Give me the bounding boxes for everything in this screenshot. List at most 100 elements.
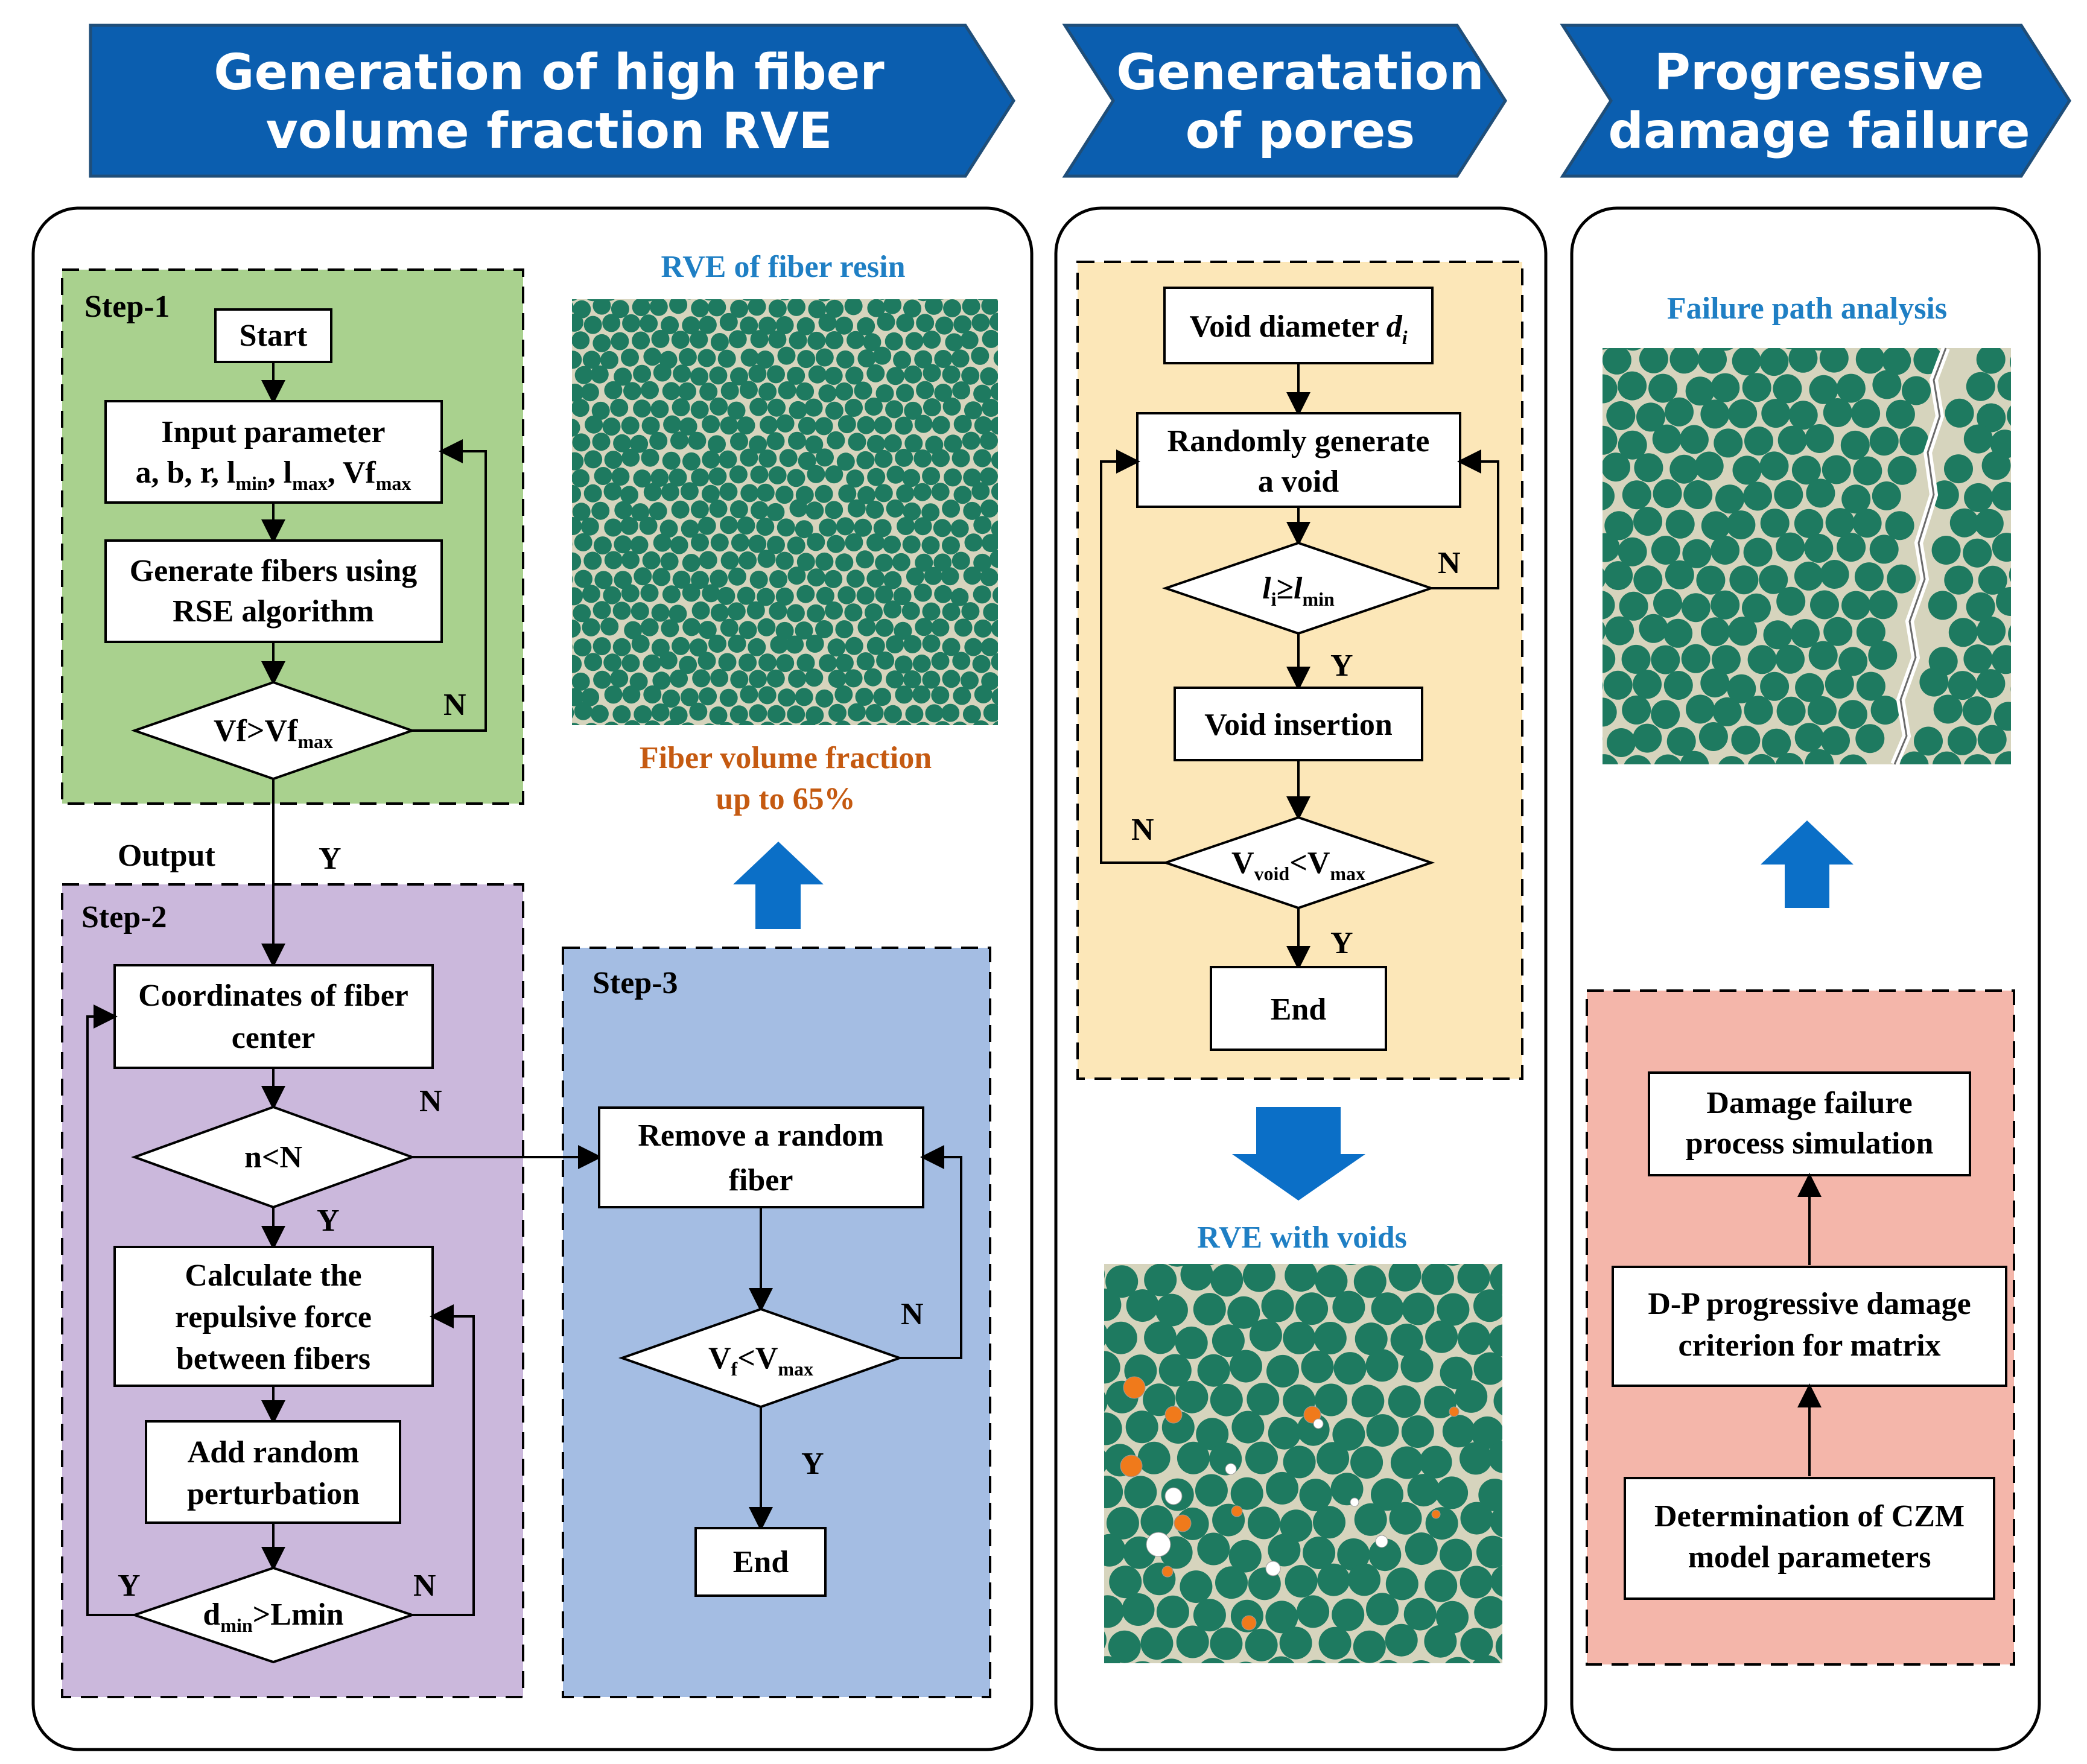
- fiber-circle: [2028, 593, 2057, 622]
- fiber-circle: [1140, 1627, 1174, 1660]
- fiber-circle: [633, 364, 652, 383]
- fiber-circle: [621, 654, 640, 673]
- fiber-circle: [1851, 399, 1881, 428]
- fiber-circle: [1825, 669, 1854, 699]
- fiber-circle: [653, 363, 672, 382]
- void-circle: [1313, 1418, 1324, 1429]
- fiber-circle: [603, 653, 622, 672]
- fiber-circle: [1711, 590, 1740, 620]
- fiber-circle: [1471, 1416, 1502, 1449]
- fiber-circle: [651, 603, 670, 622]
- fiber-circle: [1104, 1476, 1123, 1509]
- fiber-circle: [980, 499, 998, 518]
- header-2-line-1: Generatation: [1116, 44, 1484, 101]
- fiber-circle: [799, 720, 816, 725]
- czm-parameters-line-1: Determination of CZM: [1654, 1499, 1965, 1534]
- fiber-circle: [787, 469, 805, 487]
- fiber-circle: [1437, 1293, 1470, 1326]
- fiber-circle: [603, 482, 622, 501]
- fiber-circle: [883, 600, 902, 619]
- fiber-circle: [1776, 644, 1805, 674]
- fiber-circle: [749, 570, 768, 589]
- fiber-circle: [1837, 533, 1866, 562]
- fiber-circle: [974, 619, 993, 638]
- fiber-circle: [632, 331, 650, 350]
- fiber-circle: [875, 384, 894, 402]
- fiber-circle: [572, 418, 580, 437]
- fiber-circle: [670, 536, 688, 554]
- fiber-circle: [1603, 697, 1617, 727]
- fiber-circle: [913, 517, 932, 536]
- fiber-circle: [610, 398, 629, 417]
- fiber-circle: [913, 483, 932, 501]
- fiber-circle: [631, 503, 650, 522]
- fiber-circle: [896, 314, 915, 332]
- fiber-circle: [973, 449, 992, 468]
- fiber-circle: [1069, 1570, 1101, 1602]
- fiber-circle: [767, 398, 786, 417]
- fiber-circle: [1506, 1294, 1539, 1327]
- fiber-circle: [1285, 1565, 1318, 1598]
- fiber-circle: [1508, 1538, 1540, 1571]
- fiber-circle: [708, 467, 727, 486]
- fiber-circle: [796, 317, 815, 335]
- fiber-circle: [991, 653, 998, 671]
- fiber-circle: [924, 566, 942, 585]
- fiber-circle: [775, 486, 794, 504]
- fiber-circle: [572, 688, 584, 706]
- damage-simulation-box: [1648, 1071, 1971, 1176]
- fiber-circle: [787, 705, 805, 724]
- fiber-circle: [991, 688, 998, 706]
- step-2-label: Step-2: [81, 900, 167, 934]
- fiber-circle: [1744, 427, 1773, 455]
- fiber-circle: [964, 533, 983, 552]
- fiber-circle: [580, 383, 599, 402]
- step-3-end-label: End: [733, 1545, 789, 1579]
- fiber-circle: [876, 651, 895, 670]
- fiber-circle: [1931, 536, 1961, 565]
- fiber-circle: [1105, 1265, 1139, 1298]
- fiber-circle: [719, 483, 738, 501]
- fiber-circle: [709, 500, 728, 518]
- fiber-circle: [1330, 1473, 1364, 1506]
- fiber-circle: [993, 350, 998, 366]
- fiber-circle: [662, 382, 681, 401]
- crack-outline: [1893, 347, 1947, 765]
- fiber-circle: [923, 364, 941, 382]
- fiber-circle: [1838, 700, 1867, 729]
- fiber-circle: [572, 299, 577, 302]
- fiber-circle: [1104, 1270, 1105, 1279]
- fiber-circle: [673, 364, 691, 383]
- fiber-circle: [866, 364, 885, 382]
- fiber-circle: [1268, 1417, 1301, 1450]
- fiber-circle: [895, 720, 912, 725]
- fiber-circle: [1603, 591, 1615, 620]
- fiber-circle: [631, 635, 650, 653]
- fiber-circle: [1175, 1326, 1208, 1359]
- fiber-circle: [730, 367, 748, 385]
- fiber-circle: [893, 351, 912, 369]
- fiber-circle: [1245, 1628, 1278, 1661]
- fiber-circle: [1948, 618, 1978, 647]
- fiber-circle: [796, 382, 815, 401]
- fiber-circle: [1634, 453, 1663, 483]
- fiber-circle: [1104, 1321, 1137, 1354]
- fiber-circle: [796, 653, 815, 672]
- fiber-circle: [1949, 508, 1979, 538]
- fiber-circle: [1648, 373, 1678, 403]
- fiber-circle: [1435, 1476, 1469, 1509]
- fiber-circle: [709, 366, 728, 385]
- fiber-circle: [865, 603, 883, 622]
- fiber-circle: [818, 384, 837, 403]
- fiber-circle: [1663, 671, 1693, 700]
- fiber-circle: [1777, 425, 1807, 455]
- fiber-circle: [835, 653, 854, 672]
- fiber-circle: [1303, 1537, 1336, 1569]
- fiber-circle: [641, 416, 660, 435]
- dmin-decision-diamond: [130, 1566, 416, 1664]
- output-label: Output: [118, 839, 216, 873]
- fiber-circle: [728, 567, 746, 586]
- fiber-circle: [1279, 1626, 1312, 1660]
- fiber-circle: [770, 635, 789, 654]
- fiber-circle: [834, 685, 853, 704]
